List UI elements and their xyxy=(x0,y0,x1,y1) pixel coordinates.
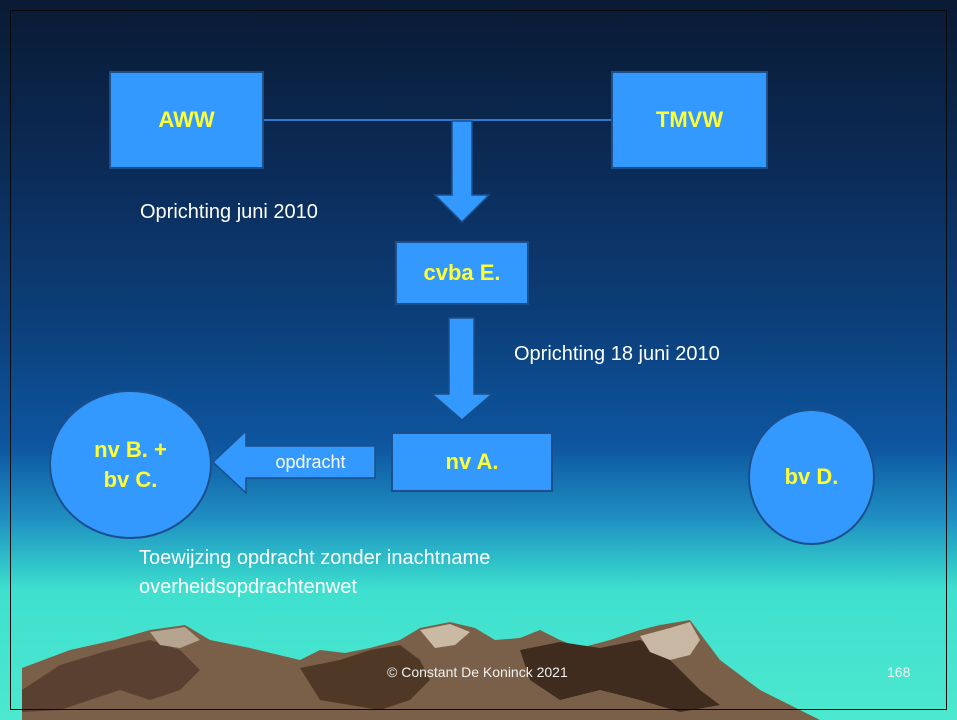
oprichting-juni-label: Oprichting juni 2010 xyxy=(140,201,318,223)
opdracht-label: opdracht xyxy=(275,451,346,472)
cvba-box: cvba E. xyxy=(395,241,529,305)
nvb-bvc-circle: nv B. + bv C. xyxy=(49,390,212,539)
page-number: 168 xyxy=(887,664,911,680)
nva-label: nv A. xyxy=(445,449,499,474)
down-arrow-1 xyxy=(433,120,491,224)
left-arrow xyxy=(211,429,376,495)
cvba-label: cvba E. xyxy=(423,260,501,285)
mountains-decoration xyxy=(22,620,820,720)
nva-box: nv A. xyxy=(391,432,553,492)
copyright-footer: © Constant De Koninck 2021 xyxy=(387,664,568,680)
down-arrow-2 xyxy=(429,317,495,421)
toewijzing-line2: overheidsopdrachtenwet xyxy=(139,576,357,598)
bvd-circle: bv D. xyxy=(748,409,875,545)
nvb-label: nv B. + xyxy=(94,436,167,462)
bvd-label: bv D. xyxy=(784,464,839,489)
oprichting-18-juni-label: Oprichting 18 juni 2010 xyxy=(514,343,720,365)
bvc-label: bv C. xyxy=(103,466,158,492)
aww-box: AWW xyxy=(109,71,264,169)
aww-label: AWW xyxy=(158,107,215,132)
toewijzing-line1: Toewijzing opdracht zonder inachtname xyxy=(139,547,491,569)
tmvw-label: TMVW xyxy=(655,107,724,132)
tmvw-box: TMVW xyxy=(611,71,768,169)
